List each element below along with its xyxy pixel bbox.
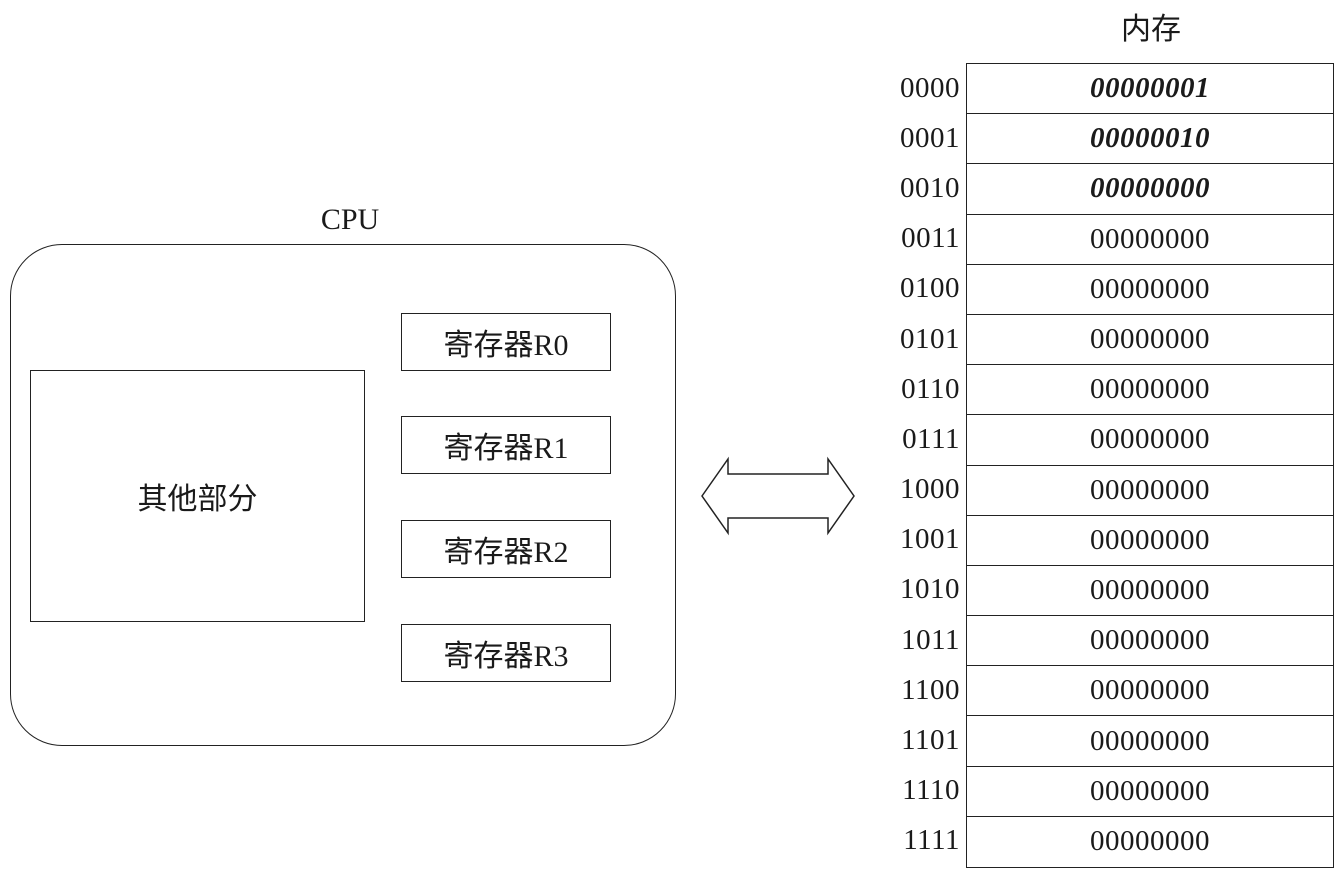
other-part-box: 其他部分 xyxy=(30,370,365,622)
memory-address: 1111 xyxy=(903,824,960,857)
memory-address: 0011 xyxy=(901,222,960,255)
register-label: 寄存器R3 xyxy=(443,640,569,673)
memory-cell: 00000000 xyxy=(967,767,1333,817)
cpu-box xyxy=(10,244,676,746)
memory-cell: 00000000 xyxy=(967,215,1333,265)
memory-address: 0100 xyxy=(900,272,960,305)
memory-cell: 00000000 xyxy=(967,164,1333,215)
memory-cell: 00000000 xyxy=(1090,825,1210,858)
register-r0: 寄存器R0 xyxy=(401,313,611,371)
memory-address: 0101 xyxy=(900,322,960,355)
memory-address: 1001 xyxy=(900,523,960,556)
memory-cell: 00000000 xyxy=(967,616,1333,667)
other-part-label: 其他部分 xyxy=(137,483,258,516)
memory-address: 1011 xyxy=(901,623,960,656)
memory-cell: 00000000 xyxy=(967,666,1333,717)
double-arrow-icon xyxy=(701,456,855,536)
cpu-label: CPU xyxy=(320,203,380,236)
memory-address: 1000 xyxy=(900,473,960,506)
memory-address: 1010 xyxy=(900,573,960,606)
register-label: 寄存器R0 xyxy=(443,329,569,362)
memory-cell: 00000000 xyxy=(967,415,1333,466)
memory-address: 0010 xyxy=(900,171,960,204)
register-r3: 寄存器R3 xyxy=(401,624,611,682)
memory-address: 0111 xyxy=(902,422,960,455)
memory-address: 1100 xyxy=(901,673,960,706)
memory-label: 内存 xyxy=(1121,13,1181,46)
memory-cell: 00000010 xyxy=(967,114,1333,165)
register-label: 寄存器R1 xyxy=(443,432,569,465)
memory-cell: 00000000 xyxy=(967,566,1333,617)
register-r2: 寄存器R2 xyxy=(401,520,611,578)
memory-cell: 00000000 xyxy=(967,466,1333,516)
memory-address: 1101 xyxy=(901,724,960,757)
memory-address-column: 0000 0001 0010 0011 0100 0101 0110 0111 1000 1001… xyxy=(880,63,960,866)
memory-address: 0000 xyxy=(900,71,960,104)
memory-address: 0001 xyxy=(900,121,960,154)
register-label: 寄存器R2 xyxy=(443,536,569,569)
register-r1: 寄存器R1 xyxy=(401,416,611,474)
memory-address: 1110 xyxy=(902,774,960,807)
memory-cell: 00000000 xyxy=(967,516,1333,566)
memory-cell: 00000000 xyxy=(967,265,1333,315)
memory-cell: 00000000 xyxy=(967,716,1333,767)
memory-cell: 00000000 xyxy=(967,315,1333,366)
memory-cell: 00000001 xyxy=(967,64,1333,115)
memory-cell: 00000000 xyxy=(967,365,1333,416)
memory-address: 0110 xyxy=(901,372,960,405)
